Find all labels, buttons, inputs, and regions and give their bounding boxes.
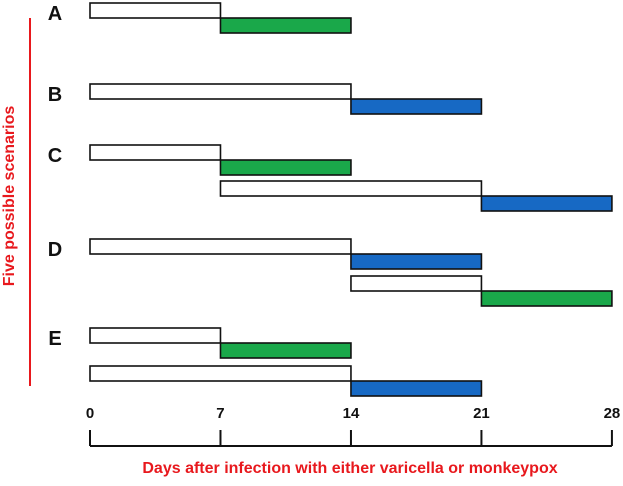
scenario-d: D [48, 238, 613, 307]
scenario-label: A [48, 3, 62, 25]
incubation-bar [89, 238, 352, 255]
scenario-label: E [48, 328, 61, 350]
scenario-label: B [48, 84, 62, 106]
rash-bar-blue [480, 195, 613, 212]
tick-label: 7 [216, 405, 224, 422]
rash-bar-blue [350, 380, 483, 397]
tick-label: 0 [86, 405, 94, 422]
rash-bar-green [219, 342, 352, 359]
incubation-bar [350, 275, 483, 292]
scenario-a: A [48, 2, 352, 34]
rash-bar-green [219, 159, 352, 176]
tick-label: 14 [343, 405, 360, 422]
incubation-bar [89, 2, 222, 19]
incubation-bar [89, 365, 352, 382]
y-axis-title: Five possible scenarios [1, 106, 18, 287]
scenarios-group: A B C D E [48, 2, 613, 397]
day-axis: 0 7 14 21 28 [86, 405, 621, 447]
scenario-b: B [48, 83, 483, 115]
rash-bar-blue [350, 253, 483, 270]
incubation-bar [89, 83, 352, 100]
scenario-label: D [48, 239, 62, 261]
tick-label: 21 [473, 405, 490, 422]
scenario-label: C [48, 145, 62, 167]
rash-bar-green [219, 17, 352, 34]
incubation-bar [219, 180, 483, 197]
x-axis-title: Days after infection with either varicel… [142, 460, 557, 477]
scenario-e: E [48, 327, 483, 397]
incubation-bar [89, 327, 222, 344]
rash-bar-blue [350, 98, 483, 115]
scenario-c: C [48, 144, 613, 212]
incubation-bar [89, 144, 222, 161]
tick-label: 28 [604, 405, 621, 422]
rash-bar-green [480, 290, 613, 307]
